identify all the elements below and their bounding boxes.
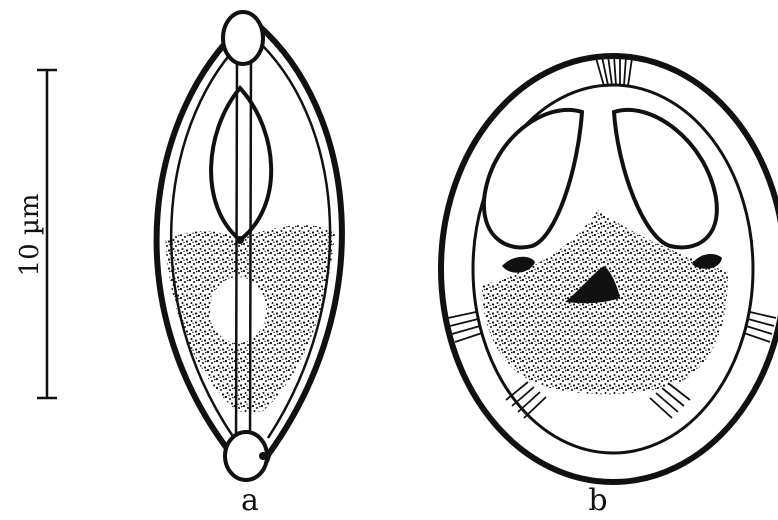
spore-a-suture-right [250, 55, 251, 445]
spore-a-top-knob [223, 12, 263, 64]
spore-a-vacuole [210, 277, 266, 343]
scale-bar-label: 10 µm [15, 194, 45, 277]
spore-valvular-view [441, 56, 778, 482]
spore-a-bottom-dot [259, 452, 267, 460]
spore-a-suture-left [236, 55, 237, 445]
spore-side-view [157, 12, 342, 480]
panel-label-a: a [241, 483, 259, 518]
panel-label-b: b [588, 483, 607, 518]
